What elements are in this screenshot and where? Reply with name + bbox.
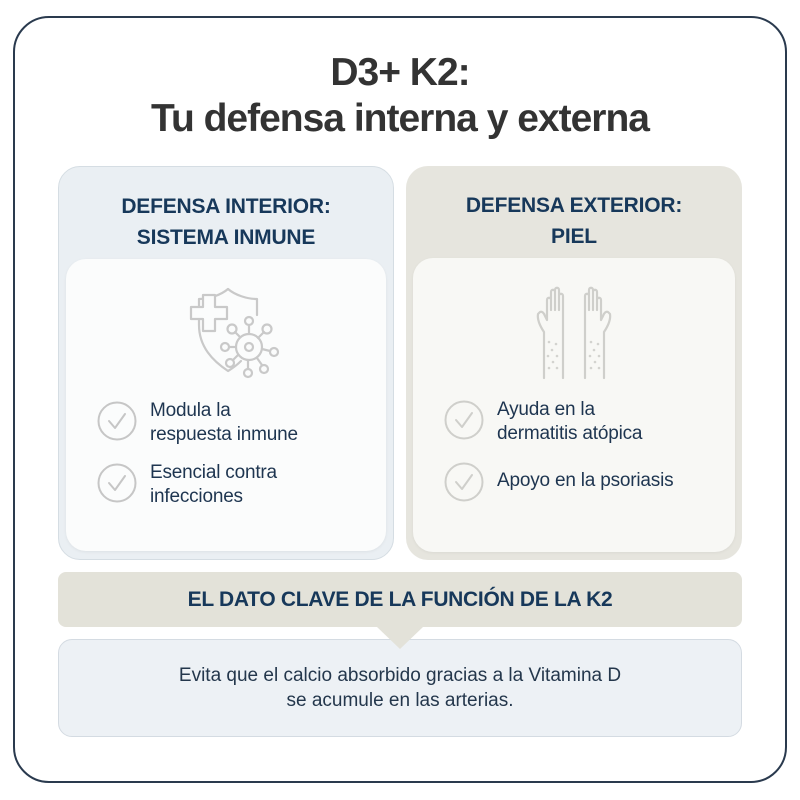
card-heading: DEFENSA EXTERIOR: PIEL: [406, 190, 742, 252]
list-item: Ayuda en la dermatitis atópica: [444, 398, 725, 446]
title-line-1: D3+ K2:: [330, 51, 470, 94]
card-heading-line-1: DEFENSA EXTERIOR:: [465, 194, 683, 217]
list-item-line-1: Esencial contra: [150, 462, 277, 483]
card-heading-line-2: SISTEMA INMUNE: [136, 226, 316, 249]
title-line-2: Tu defensa interna y externa: [151, 97, 650, 140]
hands-skin-rash-icon: [536, 286, 612, 380]
check-circle-icon: [444, 400, 484, 440]
card-panel: Modula la respuesta inmune Esencial cont…: [66, 259, 386, 551]
card-heading-line-1: DEFENSA INTERIOR:: [121, 195, 331, 218]
list-item: Modula la respuesta inmune: [97, 399, 376, 447]
benefit-list: Ayuda en la dermatitis atópica Apoyo en …: [444, 398, 725, 516]
check-circle-icon: [444, 462, 484, 502]
list-item-text: Esencial contra infecciones: [150, 461, 277, 509]
card-panel: Ayuda en la dermatitis atópica Apoyo en …: [413, 258, 735, 552]
list-item: Apoyo en la psoriasis: [444, 460, 725, 502]
shield-virus-cross-icon: [189, 287, 280, 379]
key-fact-text: Evita que el calcio absorbido gracias a …: [58, 639, 742, 737]
card-heading-line-2: PIEL: [551, 225, 597, 248]
list-item-text: Modula la respuesta inmune: [150, 399, 298, 447]
list-item-line-1: Ayuda en la: [497, 399, 595, 420]
list-item-text: Apoyo en la psoriasis: [497, 460, 674, 493]
page-title: D3+ K2: Tu defensa interna y externa: [0, 50, 800, 142]
card-heading: DEFENSA INTERIOR: SISTEMA INMUNE: [59, 191, 393, 253]
list-item: Esencial contra infecciones: [97, 461, 376, 509]
fact-line-1: Evita que el calcio absorbido gracias a …: [178, 665, 622, 686]
card-defensa-exterior: DEFENSA EXTERIOR: PIEL Ayuda en la: [406, 166, 742, 560]
list-item-line-1: Apoyo en la psoriasis: [497, 470, 674, 491]
fact-line-2: se acumule en las arterias.: [286, 690, 514, 711]
check-circle-icon: [97, 463, 137, 503]
list-item-text: Ayuda en la dermatitis atópica: [497, 398, 643, 446]
key-fact-banner: EL DATO CLAVE DE LA FUNCIÓN DE LA K2: [58, 572, 742, 627]
card-defensa-interior: DEFENSA INTERIOR: SISTEMA INMUNE: [58, 166, 394, 560]
list-item-line-1: Modula la: [150, 400, 231, 421]
list-item-line-2: dermatitis atópica: [497, 423, 643, 444]
list-item-line-2: respuesta inmune: [150, 424, 298, 445]
check-circle-icon: [97, 401, 137, 441]
banner-pointer: [377, 627, 423, 649]
benefit-list: Modula la respuesta inmune Esencial cont…: [97, 399, 376, 523]
list-item-line-2: infecciones: [150, 486, 243, 507]
